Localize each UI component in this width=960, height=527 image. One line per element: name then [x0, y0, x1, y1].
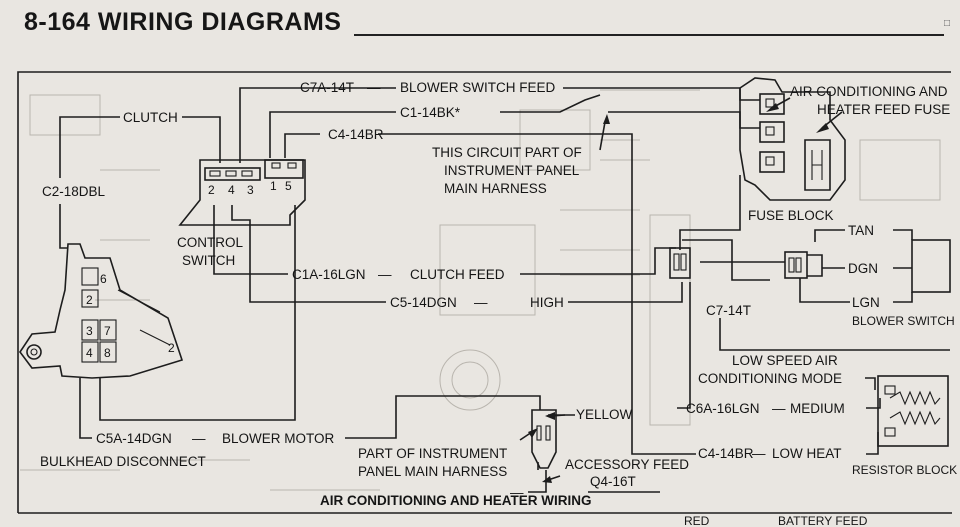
switch-pin-3: 3 [247, 183, 254, 197]
bottom-strip-right: BATTERY FEED [778, 514, 868, 527]
label-c5: C5-14DGN [390, 295, 457, 310]
label-clutch-feed: CLUTCH FEED [410, 267, 505, 282]
label-c4-top: C4-14BR [328, 127, 384, 142]
label-ac-heater-fuse-1: AIR CONDITIONING AND [790, 84, 948, 99]
label-high: HIGH [530, 295, 564, 310]
label-blower-switch: BLOWER SWITCH [852, 314, 955, 328]
header-rule [354, 34, 944, 36]
bottom-strip: RED BATTERY FEED — [510, 485, 868, 527]
bulkhead-pin-2b: 2 [168, 341, 175, 355]
bulkhead-pin-7: 7 [104, 324, 111, 338]
switch-pin-2: 2 [208, 183, 215, 197]
label-c2: C2-18DBL [42, 184, 106, 199]
bottom-strip-left: RED [684, 514, 710, 527]
label-dash-7: — [510, 485, 524, 500]
label-low-heat: LOW HEAT [772, 446, 842, 461]
label-tan: TAN [848, 223, 874, 238]
label-switch: SWITCH [182, 253, 235, 268]
label-dash-5: — [192, 431, 206, 446]
label-yellow: YELLOW [576, 407, 633, 422]
fuse-block [739, 77, 846, 201]
label-accessory-feed: ACCESSORY FEED [565, 457, 689, 472]
switch-pin-5: 5 [285, 179, 292, 193]
label-c6a: C6A-16LGN [686, 401, 760, 416]
label-control: CONTROL [177, 235, 243, 250]
diagram-labels: C7A-14T — BLOWER SWITCH FEED C1-14BK* C4… [40, 80, 957, 508]
diagram-caption: AIR CONDITIONING AND HEATER WIRING [320, 493, 592, 508]
label-q4: Q4-16T [590, 474, 636, 489]
label-bulkhead: BULKHEAD DISCONNECT [40, 454, 206, 469]
circuit-note-line-1: THIS CIRCUIT PART OF [432, 145, 582, 160]
resistor-block-body [877, 375, 949, 447]
switch-pin-4: 4 [228, 183, 235, 197]
leader-arrows [519, 97, 843, 483]
control-switch [178, 159, 306, 226]
label-resistor-block: RESISTOR BLOCK [852, 463, 957, 477]
label-dgn: DGN [848, 261, 878, 276]
label-c1a: C1A-16LGN [292, 267, 366, 282]
splice-connector [531, 409, 557, 469]
label-clutch: CLUTCH [123, 110, 178, 125]
label-lgn: LGN [852, 295, 880, 310]
label-dash-4: — [772, 401, 786, 416]
label-c4-bottom: C4-14BR [698, 446, 754, 461]
wires [59, 87, 950, 493]
corner-mark: □ [944, 18, 951, 29]
circuit-note-line-3: MAIN HARNESS [444, 181, 547, 196]
label-medium: MEDIUM [790, 401, 845, 416]
label-dash-2: — [378, 267, 392, 282]
label-dash-3: — [474, 295, 488, 310]
circuit-note-line-2: INSTRUMENT PANEL [444, 163, 580, 178]
bulkhead-pin-3: 3 [86, 324, 93, 338]
label-low-speed-2: CONDITIONING MODE [698, 371, 842, 386]
label-ac-heater-fuse-2: HEATER FEED FUSE [817, 102, 950, 117]
bleed-through-background [20, 89, 941, 491]
bulkhead-pin-6: 6 [100, 272, 107, 286]
bulkhead-pin-2: 2 [86, 293, 93, 307]
pin-numbers: 2 4 3 1 5 6 2 3 4 7 8 2 [86, 179, 292, 360]
bulkhead-disconnect [19, 243, 184, 379]
label-dash-1: — [367, 80, 381, 95]
label-c5a: C5A-14DGN [96, 431, 172, 446]
label-fuse-block: FUSE BLOCK [748, 208, 834, 223]
blower-switch-body [911, 239, 951, 293]
switch-pin-1: 1 [270, 179, 277, 193]
diagram-frame [17, 71, 951, 513]
label-low-speed-1: LOW SPEED AIR [732, 353, 838, 368]
label-c7a: C7A-14T [300, 80, 354, 95]
label-dash-6: — [752, 446, 766, 461]
label-c7: C7-14T [706, 303, 751, 318]
bulkhead-pin-8: 8 [104, 346, 111, 360]
harness-connector [669, 247, 823, 279]
bulkhead-pin-4: 4 [86, 346, 93, 360]
page-title: 8-164 WIRING DIAGRAMS [24, 8, 342, 36]
label-blower-motor: BLOWER MOTOR [222, 431, 335, 446]
label-ip-harness-2: PANEL MAIN HARNESS [358, 464, 507, 479]
label-blower-switch-feed: BLOWER SWITCH FEED [400, 80, 556, 95]
label-ip-harness-1: PART OF INSTRUMENT [358, 446, 507, 461]
label-c1: C1-14BK* [400, 105, 461, 120]
